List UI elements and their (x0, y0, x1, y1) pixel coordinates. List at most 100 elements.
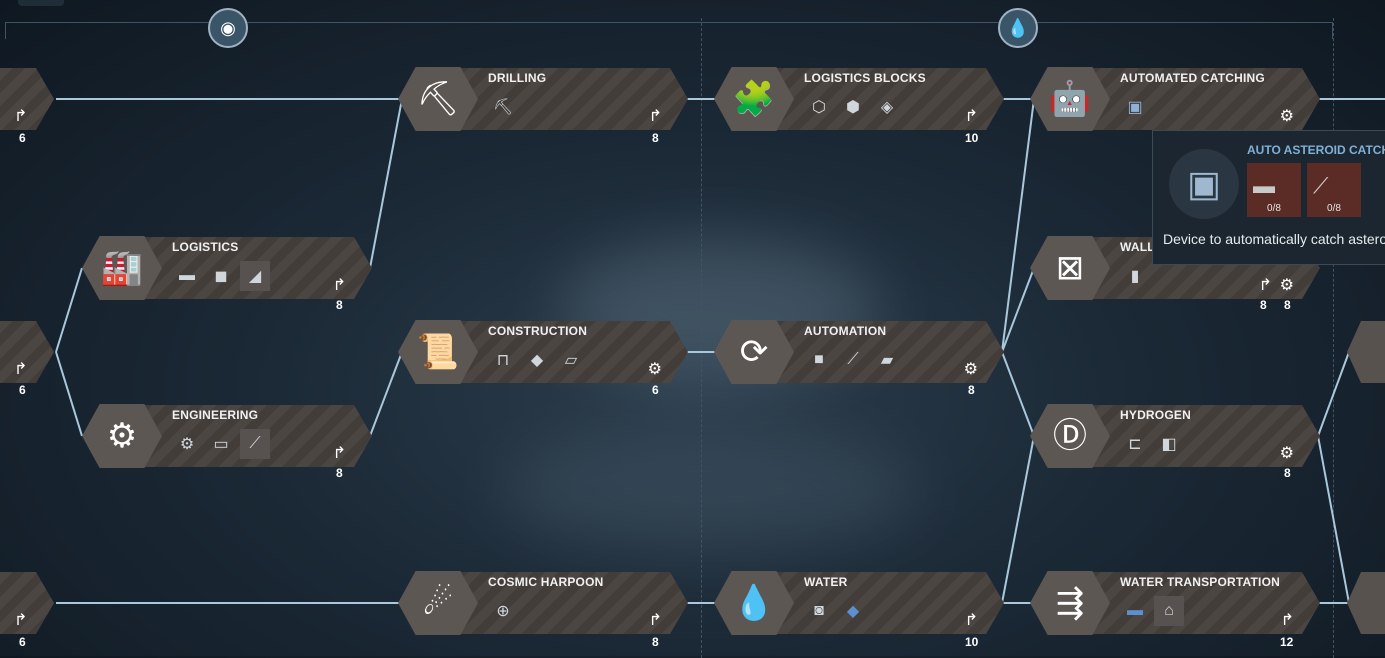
node-cost: 8 (1260, 298, 1267, 312)
node-cost: 8 (652, 635, 659, 649)
research-icon: ↱ (964, 108, 978, 125)
node-title: WALL (1120, 240, 1155, 254)
block-a-icon[interactable]: ⬡ (812, 99, 826, 116)
tech-node-logistics-blocks[interactable]: 🧩 LOGISTICS BLOCKS ⬡ ⬢ ◈ ↱ (714, 67, 1004, 131)
item-tooltip: ▣ AUTO ASTEROID CATCHER ▬ 0/8 ⟋ 0/8 Devi… (1152, 130, 1385, 265)
water-icon: 💧 (714, 571, 794, 635)
asteroid-icon: ◉ (208, 8, 248, 48)
node-title: WATER TRANSPORTATION (1120, 575, 1280, 589)
rod-item-icon[interactable]: ⟋ (847, 351, 859, 368)
unlock-items: ▮ (1120, 261, 1150, 291)
motor-item-icon[interactable]: ■ (814, 351, 824, 368)
node-title: COSMIC HARPOON (488, 575, 604, 589)
tech-node-automation[interactable]: ⟳ AUTOMATION ■ ⟋ ▰ ⚙ (714, 320, 1004, 384)
tech-node-hydrogen[interactable]: Ⓓ HYDROGEN ⊏ ◧ ⚙ (1030, 404, 1320, 468)
node-cost: 8 (1284, 298, 1291, 312)
cog-item-icon[interactable]: ⚙ (179, 436, 195, 453)
tech-node-construction[interactable]: 📜 CONSTRUCTION ⊓ ◆ ▱ ⚙ (398, 320, 688, 384)
clamp-item-icon[interactable]: ⊓ (496, 352, 510, 369)
tube-item-icon[interactable]: ▬ (179, 267, 195, 284)
blueprint-icon: 📜 (398, 320, 478, 384)
tech-node-logistics[interactable]: 🏭 LOGISTICS ▬ ◼ ◢ ↱ (82, 236, 372, 300)
puzzle-icon: 🧩 (714, 67, 794, 131)
research-icon: ↱ (14, 612, 28, 629)
harpoon-icon: ☄ (398, 571, 478, 635)
research-icon: ↱ (1280, 612, 1294, 629)
node-cost: 8 (336, 298, 343, 312)
pump-item-icon[interactable]: ⌂ (1154, 596, 1184, 626)
wall-item-icon[interactable]: ▮ (1130, 268, 1140, 285)
catcher-item-icon[interactable]: ▣ (1127, 99, 1143, 116)
requirement-count: 0/8 (1267, 203, 1281, 214)
gear-icon: ⚙ (963, 361, 978, 378)
node-cost: 10 (965, 131, 979, 145)
background-glow (500, 430, 920, 550)
blue-block-icon[interactable]: ◆ (846, 603, 860, 620)
tech-node-automated-catching[interactable]: 🤖 AUTOMATED CATCHING ▣ ⚙ (1030, 67, 1320, 131)
unlock-items: ◙ ◆ (804, 596, 868, 626)
research-icon: ↱ (332, 445, 346, 462)
gear-icon: ⚙ (1279, 445, 1294, 462)
frame-item-icon[interactable]: ▱ (564, 352, 578, 369)
plate-item-icon[interactable]: ◆ (530, 352, 544, 369)
tier-bracket (5, 22, 1333, 39)
hydro-a-icon[interactable]: ⊏ (1128, 436, 1142, 453)
tank-item-icon[interactable]: ◙ (814, 602, 824, 619)
tech-node-drilling[interactable]: ⛏ DRILLING ⛏ ↱ (398, 67, 688, 131)
node-title: LOGISTICS (172, 240, 239, 254)
block-b-icon[interactable]: ⬢ (846, 99, 860, 116)
pipe-item-icon[interactable]: ◼ (214, 268, 228, 285)
node-title: WATER (804, 575, 848, 589)
tier-divider (1333, 18, 1334, 658)
unlock-items: ▬ ◼ ◢ (172, 261, 270, 291)
blue-pipe-icon[interactable]: ▬ (1127, 602, 1143, 619)
node-title: AUTOMATION (804, 324, 887, 338)
ramp-item-icon[interactable]: ◢ (240, 261, 270, 291)
panel-item-icon[interactable]: ▰ (880, 352, 894, 369)
auto-catcher-icon: ▣ (1169, 149, 1239, 219)
research-icon: ↱ (1258, 277, 1272, 294)
harpoon-item-icon[interactable]: ⊕ (496, 603, 510, 620)
research-icon: ↱ (964, 612, 978, 629)
node-cost: 10 (965, 635, 979, 649)
node-title: HYDROGEN (1120, 408, 1191, 422)
drill-icon: ⛏ (398, 67, 478, 131)
connector-item-icon[interactable]: ▭ (213, 436, 229, 453)
node-cost: 8 (336, 466, 343, 480)
h2o-pipe-icon: ⇶ (1030, 571, 1110, 635)
block-c-icon[interactable]: ◈ (880, 99, 894, 116)
unlock-items: ⊏ ◧ (1120, 429, 1184, 459)
unlock-items: ⚙ ▭ ⟋ (172, 429, 270, 459)
gear-icon: ⚙ (1279, 277, 1294, 294)
unlock-items: ▣ (1120, 92, 1150, 122)
research-icon: ↱ (14, 361, 28, 378)
node-cost: 8 (1284, 466, 1291, 480)
node-title: ENGINEERING (172, 408, 259, 422)
auto-gears-icon: ⟳ (714, 320, 794, 384)
node-cost: 6 (652, 383, 659, 397)
unlock-items: ▬ ⌂ (1120, 596, 1184, 626)
research-icon: ↱ (14, 108, 28, 125)
tech-node-water-transportation[interactable]: ⇶ WATER TRANSPORTATION ▬ ⌂ ↱ (1030, 571, 1320, 635)
node-title: AUTOMATED CATCHING (1120, 71, 1265, 85)
wall-icon: ⊠ (1030, 236, 1110, 300)
tech-node-water[interactable]: 💧 WATER ◙ ◆ ↱ (714, 571, 1004, 635)
unlock-items: ⛏ (488, 92, 518, 122)
gears-wrench-icon: ⚙ (82, 404, 162, 468)
node-title: CONSTRUCTION (488, 324, 588, 338)
node-cost: 8 (652, 131, 659, 145)
conveyor-icon: 🏭 (82, 236, 162, 300)
arm-item-icon[interactable]: ⟋ (240, 429, 270, 459)
stub-cost: 6 (19, 635, 26, 649)
gear-icon: ⚙ (647, 361, 662, 378)
tech-node-cosmic-harpoon[interactable]: ☄ COSMIC HARPOON ⊕ ↱ (398, 571, 688, 635)
unlock-items: ⊕ (488, 596, 518, 626)
rod-item-icon: ⟋ (1313, 173, 1329, 198)
drill-item-icon[interactable]: ⛏ (492, 99, 514, 116)
unlock-items: ■ ⟋ ▰ (804, 345, 902, 375)
unlock-items: ⬡ ⬢ ◈ (804, 92, 902, 122)
tech-node-engineering[interactable]: ⚙ ENGINEERING ⚙ ▭ ⟋ ↱ (82, 404, 372, 468)
top-tab[interactable] (18, 0, 64, 6)
hydro-b-icon[interactable]: ◧ (1161, 436, 1177, 453)
